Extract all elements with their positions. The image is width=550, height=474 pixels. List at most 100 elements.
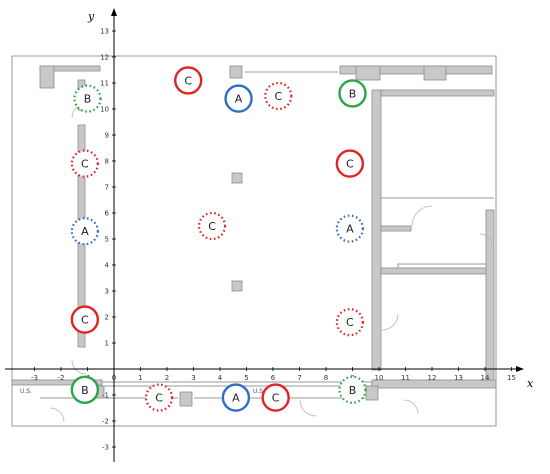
coordinate-axes: x y (5, 8, 534, 462)
marker-circle (335, 214, 364, 243)
y-tick-label: -3 (102, 444, 109, 452)
y-tick-label: 6 (105, 210, 110, 218)
x-tick-label: 12 (428, 374, 437, 382)
marker-circle (335, 308, 364, 337)
top-pillar (229, 65, 243, 79)
interior-column-upper (231, 172, 243, 184)
marker-circle (73, 84, 102, 113)
door-right-room (411, 205, 433, 227)
marker-a[interactable]: A (224, 84, 253, 113)
y-tick-label: 1 (105, 340, 109, 348)
y-tick-label: 10 (100, 106, 109, 114)
marker-letter: C (346, 158, 354, 171)
bottom-pillar (179, 391, 193, 407)
right-room-top-wall (380, 89, 495, 97)
marker-circle (335, 149, 365, 178)
marker-letter: B (84, 93, 92, 106)
us-label-left: U.S. (20, 388, 32, 395)
x-tick-label: 7 (297, 374, 301, 382)
x-tick-label: 3 (191, 374, 195, 382)
x-tick-label: 10 (375, 374, 384, 382)
door-bottom-left (49, 407, 65, 423)
marker-c[interactable]: C (261, 383, 290, 412)
marker-circle (338, 79, 367, 108)
marker-circle (264, 81, 293, 111)
marker-letter: A (81, 225, 89, 238)
marker-b[interactable]: B (338, 375, 367, 404)
y-tick-label: 12 (100, 54, 109, 62)
marker-c[interactable]: C (335, 149, 365, 178)
marker-b[interactable]: B (70, 375, 100, 404)
marker-c[interactable]: C (70, 149, 99, 178)
top-right-block (423, 65, 447, 81)
x-tick-label: 5 (244, 374, 248, 382)
marker-letter: C (346, 316, 354, 329)
x-tick-label: 0 (112, 374, 116, 382)
y-tick-label: 11 (100, 80, 109, 88)
x-axis-label: x (527, 377, 534, 390)
x-tick-label: 2 (165, 374, 169, 382)
marker-c[interactable]: C (144, 383, 174, 412)
marker-a[interactable]: A (70, 217, 99, 246)
x-tick-label: 1 (138, 374, 142, 382)
interior-column-lower (231, 280, 243, 292)
door-far-right (479, 233, 493, 247)
bottom-block-right (365, 385, 379, 401)
markers-layer: C A C B B C C C A A C C B C A C B (70, 66, 367, 412)
marker-b[interactable]: B (73, 84, 102, 113)
marker-c[interactable]: C (197, 211, 227, 241)
x-axis-arrow (516, 366, 524, 372)
right-room-divider (380, 267, 492, 275)
y-tick-label: 13 (100, 28, 109, 36)
x-tick-label: -3 (31, 374, 38, 382)
y-tick-label: 2 (105, 314, 109, 322)
y-axis-arrow (111, 8, 117, 16)
top-left-column (39, 65, 55, 89)
x-tick-label: -2 (58, 374, 65, 382)
marker-circle (70, 305, 100, 334)
x-tick-label: 6 (271, 374, 276, 382)
marker-circle (197, 211, 227, 241)
marker-letter: C (81, 158, 89, 171)
door-right-lower (381, 313, 399, 331)
marker-letter: B (349, 384, 357, 397)
marker-letter: A (232, 392, 240, 405)
marker-circle (144, 383, 174, 412)
marker-circle (173, 66, 203, 95)
building-outline (11, 55, 497, 427)
marker-c[interactable]: C (173, 66, 203, 95)
marker-letter: B (81, 384, 89, 397)
y-axis-label: y (87, 10, 95, 23)
y-tick-label: 5 (105, 236, 109, 244)
marker-letter: B (349, 87, 357, 100)
marker-letter: C (81, 314, 89, 327)
marker-letter: C (272, 392, 280, 405)
marker-letter: C (208, 220, 216, 233)
marker-c[interactable]: C (335, 308, 364, 337)
x-tick-label: 4 (218, 374, 223, 382)
marker-a[interactable]: A (335, 214, 364, 243)
door-bottom (299, 399, 317, 417)
y-tick-label: 3 (105, 288, 109, 296)
y-tick-label: 8 (105, 158, 109, 166)
marker-c[interactable]: C (70, 305, 100, 334)
marker-circle (261, 383, 290, 412)
marker-circle (338, 375, 367, 404)
middle-right-wall (371, 89, 382, 371)
y-tick-label: -2 (102, 418, 109, 426)
x-axis-ticks: -3-2-10123456789101112131415 (31, 367, 516, 382)
marker-b[interactable]: B (338, 79, 367, 108)
y-tick-label: -1 (102, 392, 109, 400)
marker-a[interactable]: A (221, 383, 251, 412)
marker-circle (224, 84, 253, 113)
x-tick-label: 15 (507, 374, 516, 382)
marker-c[interactable]: C (264, 81, 293, 111)
marker-letter: C (184, 74, 192, 87)
x-tick-label: 14 (481, 374, 490, 382)
right-room-stub (380, 225, 412, 232)
door-bottom-right (403, 399, 419, 415)
marker-circle (70, 149, 99, 178)
marker-letter: C (274, 90, 282, 103)
marker-circle (221, 383, 251, 412)
bottom-wall-right (371, 379, 497, 389)
